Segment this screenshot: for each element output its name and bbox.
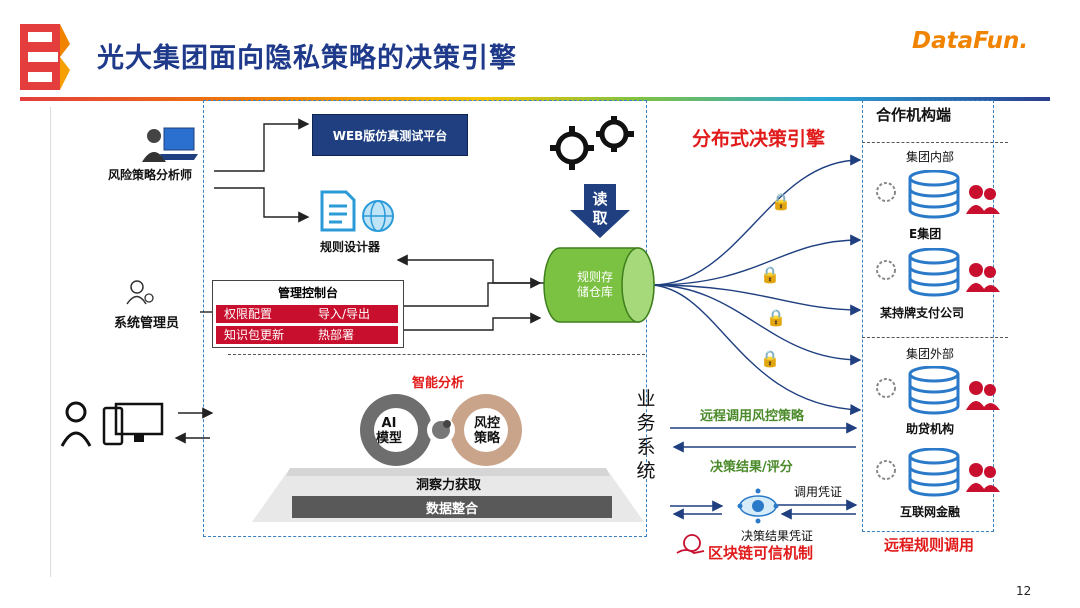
console-import-export[interactable]: 导入/导出 [310,305,398,323]
business-char: 务 [636,412,656,434]
lock-icon: 🔒 [766,308,786,327]
page-number: 12 [1016,584,1032,598]
blockchain-node-icon [737,488,779,524]
blockchain-hand-icon [676,534,705,554]
header-divider [20,97,1050,101]
user-devices-icon [60,401,164,447]
management-console: 管理控制台 权限配置 导入/导出 知识包更新 热部署 [212,280,404,348]
org-label: 某持牌支付公司 [880,306,965,320]
org-label: E集团 [909,227,942,241]
analyst-label: 风险策略分析师 [108,168,193,182]
rule-designer-label: 规则设计器 [320,240,381,254]
repo-line1: 规则存 [576,270,613,284]
data-integration-bar: 数据整合 [292,496,612,518]
gears-icon [550,116,634,170]
read-text: 读 取 [590,190,610,228]
repo-text: 规则存 储仓库 [560,270,630,300]
rule-designer-icon [320,190,394,232]
brand-logo-icon [20,24,70,90]
analyst-laptop-icon [142,127,198,162]
page-title: 光大集团面向隐私策略的决策引擎 [97,43,517,74]
partner-title: 合作机构端 [876,106,952,124]
call-credential-label: 调用凭证 [794,485,843,499]
business-char: 系 [636,436,656,458]
repo-line2: 储仓库 [576,285,613,299]
result-credential-label: 决策结果凭证 [741,529,814,543]
business-char: 统 [636,460,656,482]
read-arrow-shape [570,184,630,238]
console-knowledge-update[interactable]: 知识包更新 [216,326,313,344]
org-db-icon [876,170,1000,219]
decision-result-label: 决策结果/评分 [710,460,793,475]
insight-label: 洞察力获取 [416,478,482,493]
remote-rule-label: 远程规则调用 [884,536,975,554]
lock-icon: 🔒 [760,265,780,284]
org-label: 助贷机构 [906,422,955,436]
ai-risk-infinity-icon [360,394,522,466]
external-divider [862,337,1008,338]
business-char: 业 [636,388,656,410]
ai-model-line2: 模型 [376,431,403,446]
lock-icon: 🔒 [771,192,791,211]
risk-line2: 策略 [474,431,501,446]
admin-gear-user-icon [126,280,154,305]
engine-dashed-box [203,100,647,537]
org-db-icon [876,448,1000,497]
business-system-label: 业 务 系 统 [633,387,659,483]
admin-label: 系统管理员 [114,316,180,331]
read-line1: 读 [592,190,608,208]
inner-dashed-divider [228,354,645,355]
org-db-icon [876,248,1000,297]
partner-dashed-box [862,100,994,532]
left-rule [50,107,51,577]
internal-title: 集团内部 [906,150,955,164]
org-label: 互联网金融 [900,505,961,519]
console-hot-deploy[interactable]: 热部署 [310,326,398,344]
engine-title: 分布式决策引擎 [692,128,826,150]
datafun-logo: DataFun. [912,28,1029,54]
remote-call-label: 远程调用风控策略 [700,409,805,424]
smart-analysis-label: 智能分析 [412,376,465,391]
external-title: 集团外部 [906,347,955,361]
web-sim-platform-box[interactable]: WEB版仿真测试平台 [312,114,468,156]
lock-icon: 🔒 [760,349,780,368]
risk-line1: 风控 [474,416,501,431]
risk-strategy-text: 风控 策略 [474,416,500,446]
org-db-icon [876,366,1000,415]
internal-divider [862,142,1008,143]
console-permission-config[interactable]: 权限配置 [216,305,313,323]
ai-model-line1: AI [381,416,397,431]
rule-repository-cylinder [543,247,655,323]
console-title: 管理控制台 [277,286,338,300]
read-line2: 取 [592,209,608,227]
ai-model-text: AI 模型 [376,416,402,446]
blockchain-label: 区块链可信机制 [708,544,814,562]
